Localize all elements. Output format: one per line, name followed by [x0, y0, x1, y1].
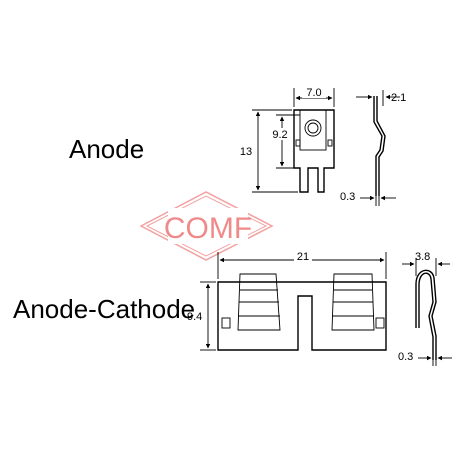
anode-cathode-side-view: [415, 269, 437, 360]
anode-width-text: 7.0: [306, 87, 321, 99]
anode-front-view: [293, 109, 335, 193]
anode-inner-height-dimension: 9.2: [268, 114, 300, 169]
ac-thickness-text: 0.3: [398, 351, 413, 363]
ac-width-text: 21: [297, 251, 309, 263]
anode-thickness-bottom-dimension: 0.3: [340, 190, 396, 206]
anode-thickness-top-dimension: 2.1: [356, 90, 406, 106]
watermark-text: COMF: [164, 212, 252, 245]
ac-height-text: 9.4: [187, 311, 202, 323]
anode-height-text: 13: [240, 146, 252, 158]
anode-label: Anode: [69, 134, 144, 164]
anode-width-dimension: 7.0: [293, 86, 335, 107]
ac-height-dimension: 9.4: [187, 281, 216, 351]
anode-side-view: [373, 96, 386, 196]
ac-side-width-dimension: 3.8: [402, 251, 450, 276]
anode-thickness-top-text: 2.1: [391, 92, 406, 104]
anode-inner-height-text: 9.2: [272, 129, 287, 141]
ac-side-width-text: 3.8: [415, 251, 430, 263]
ac-width-dimension: 21: [217, 250, 387, 279]
anode-cathode-label: Anode-Cathode: [13, 294, 195, 324]
comf-watermark: COMF: [139, 191, 274, 261]
anode-cathode-front-view: [217, 273, 387, 351]
ac-thickness-dimension: 0.3: [398, 351, 452, 366]
anode-height-dimension: 13: [240, 109, 298, 193]
anode-thickness-bottom-text: 0.3: [340, 191, 355, 203]
